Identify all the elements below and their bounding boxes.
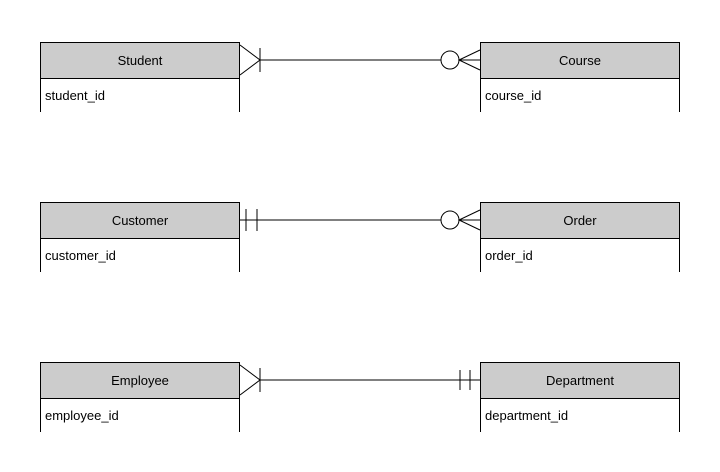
entity-course-title: Course [481, 43, 679, 79]
relationship-customer-order [240, 209, 481, 231]
entity-employee-title: Employee [41, 363, 239, 399]
entity-student-attribute: student_id [41, 79, 239, 113]
zero-circle-icon [440, 50, 460, 70]
entity-student-title: Student [41, 43, 239, 79]
entity-order: Order order_id [480, 202, 680, 273]
crows-foot-many-icon [239, 364, 261, 396]
relationship-employee-department [239, 364, 480, 396]
crows-foot-many-icon [457, 209, 481, 231]
entity-student: Student student_id [40, 42, 240, 113]
entity-course-attribute: course_id [481, 79, 679, 113]
entity-department-attribute: department_id [481, 399, 679, 433]
entity-customer: Customer customer_id [40, 202, 240, 273]
entity-customer-attribute: customer_id [41, 239, 239, 273]
crows-foot-many-icon [457, 49, 481, 71]
relationship-student-course [239, 44, 481, 76]
zero-circle-icon [440, 210, 460, 230]
entity-order-attribute: order_id [481, 239, 679, 273]
entity-department: Department department_id [480, 362, 680, 433]
entity-course: Course course_id [480, 42, 680, 113]
crows-foot-many-icon [239, 44, 261, 76]
entity-department-title: Department [481, 363, 679, 399]
entity-employee: Employee employee_id [40, 362, 240, 433]
entity-customer-title: Customer [41, 203, 239, 239]
entity-order-title: Order [481, 203, 679, 239]
entity-employee-attribute: employee_id [41, 399, 239, 433]
